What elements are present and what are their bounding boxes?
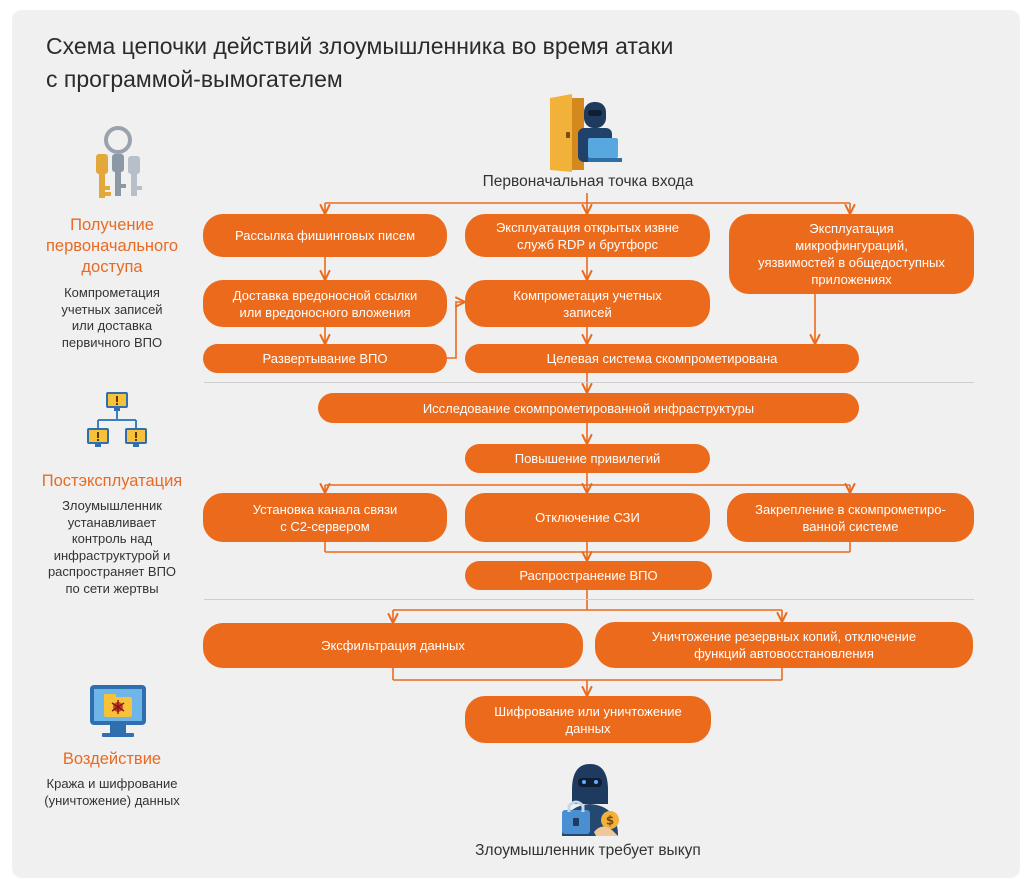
stage-title-initial-access: Получение первоначального доступа <box>45 216 179 276</box>
box-persistence: Закрепление в скомпрометиро-ванной систе… <box>727 493 974 542</box>
keys-icon <box>80 124 150 204</box>
stage-desc-post-exploitation: Злоумышленник устанавливает контроль над… <box>47 498 177 596</box>
box-privilege-escalation: Повышение привилегий <box>465 444 710 473</box>
box-data-exfiltration: Эксфильтрация данных <box>203 623 583 668</box>
entry-point-label: Первоначальная точка входа <box>482 173 694 190</box>
box-disable-security: Отключение СЗИ <box>465 493 710 542</box>
stage-desc-initial-access: Компрометация учетных записей или достав… <box>61 285 163 350</box>
stage-title-impact: Воздействие <box>62 750 162 768</box>
infected-monitor-icon <box>88 683 148 739</box>
title-line-1: Схема цепочки действий злоумышленника во… <box>46 33 674 59</box>
page-title: Схема цепочки действий злоумышленника во… <box>46 30 806 96</box>
stage-title-post-exploitation: Постэксплуатация <box>41 472 183 490</box>
box-malware-deploy: Развертывание ВПО <box>203 344 447 373</box>
stage-desc-impact: Кража и шифрование (уничтожение) данных <box>44 776 180 808</box>
door-hacker-icon <box>544 92 624 174</box>
box-phishing: Рассылка фишинговых писем <box>203 214 447 257</box>
box-target-compromised: Целевая система скомпрометирована <box>465 344 859 373</box>
title-line-2: с программой-вымогателем <box>46 66 343 92</box>
stage-separator <box>204 599 974 600</box>
box-malware-spread: Распространение ВПО <box>465 561 712 590</box>
network-warning-icon <box>84 390 150 450</box>
hacker-ransom-icon: $ <box>552 760 628 840</box>
svg-text:$: $ <box>606 814 614 828</box>
box-infrastructure-research: Исследование скомпрометированной инфраст… <box>318 393 859 423</box>
stage-separator <box>204 382 974 383</box>
ransom-demand-label: Злоумышленник требует выкуп <box>475 842 701 859</box>
